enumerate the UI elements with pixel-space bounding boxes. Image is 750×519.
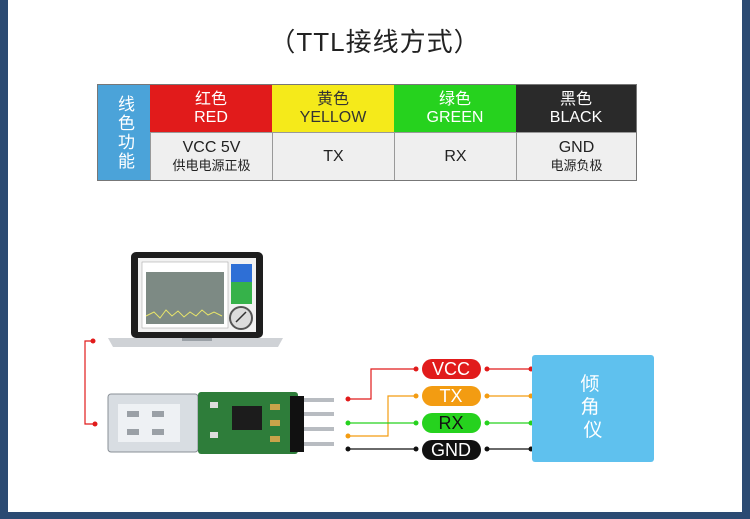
laptop-icon bbox=[108, 252, 283, 347]
function-sub: 电源负极 bbox=[550, 157, 603, 173]
pin-label-gnd: GND bbox=[431, 440, 471, 460]
pin-label-vcc: VCC bbox=[432, 359, 470, 379]
function-cell-gnd: GND 电源负极 bbox=[516, 132, 636, 180]
pin-label-tx-pill bbox=[422, 386, 481, 406]
inclinometer-box bbox=[532, 355, 654, 462]
pin-label-rx-pill bbox=[422, 413, 481, 433]
color-cell-green: 绿色 GREEN bbox=[394, 85, 516, 132]
color-en: GREEN bbox=[426, 108, 484, 126]
function-main: VCC 5V bbox=[182, 138, 241, 156]
device-label: 倾 角 仪 bbox=[580, 373, 605, 441]
color-cell-black: 黑色 BLACK bbox=[516, 85, 636, 132]
table-header: 线色功能 bbox=[98, 85, 150, 180]
page-title: （TTL接线方式） bbox=[269, 27, 481, 57]
function-cell-tx: TX bbox=[272, 132, 394, 180]
color-name: 黑色 bbox=[559, 90, 592, 108]
color-en: YELLOW bbox=[299, 108, 367, 126]
wire-color-table: 线色功能 红色 RED 黄色 YELLOW 绿色 GREEN 黑色 BLACK … bbox=[97, 84, 637, 181]
usb-ttl-module-icon bbox=[107, 392, 334, 454]
function-main: RX bbox=[444, 147, 467, 165]
function-sub: 供电电源正极 bbox=[172, 157, 251, 173]
function-cell-vcc: VCC 5V 供电电源正极 bbox=[150, 132, 272, 180]
pin-label-vcc-pill bbox=[422, 359, 481, 379]
pin-label-gnd-pill bbox=[422, 440, 481, 460]
color-cell-yellow: 黄色 YELLOW bbox=[272, 85, 394, 132]
color-cell-red: 红色 RED bbox=[150, 85, 272, 132]
function-main: GND bbox=[558, 138, 595, 156]
color-en: RED bbox=[194, 108, 228, 126]
pin-label-rx: RX bbox=[438, 413, 463, 433]
pin-label-tx: TX bbox=[439, 386, 462, 406]
function-cell-rx: RX bbox=[394, 132, 516, 180]
function-main: TX bbox=[323, 147, 344, 165]
color-en: BLACK bbox=[549, 108, 603, 126]
wire-gnd bbox=[345, 446, 534, 452]
color-name: 红色 bbox=[194, 90, 227, 108]
laptop-cable bbox=[84, 340, 95, 425]
color-name: 黄色 bbox=[316, 90, 349, 108]
color-name: 绿色 bbox=[438, 90, 471, 108]
